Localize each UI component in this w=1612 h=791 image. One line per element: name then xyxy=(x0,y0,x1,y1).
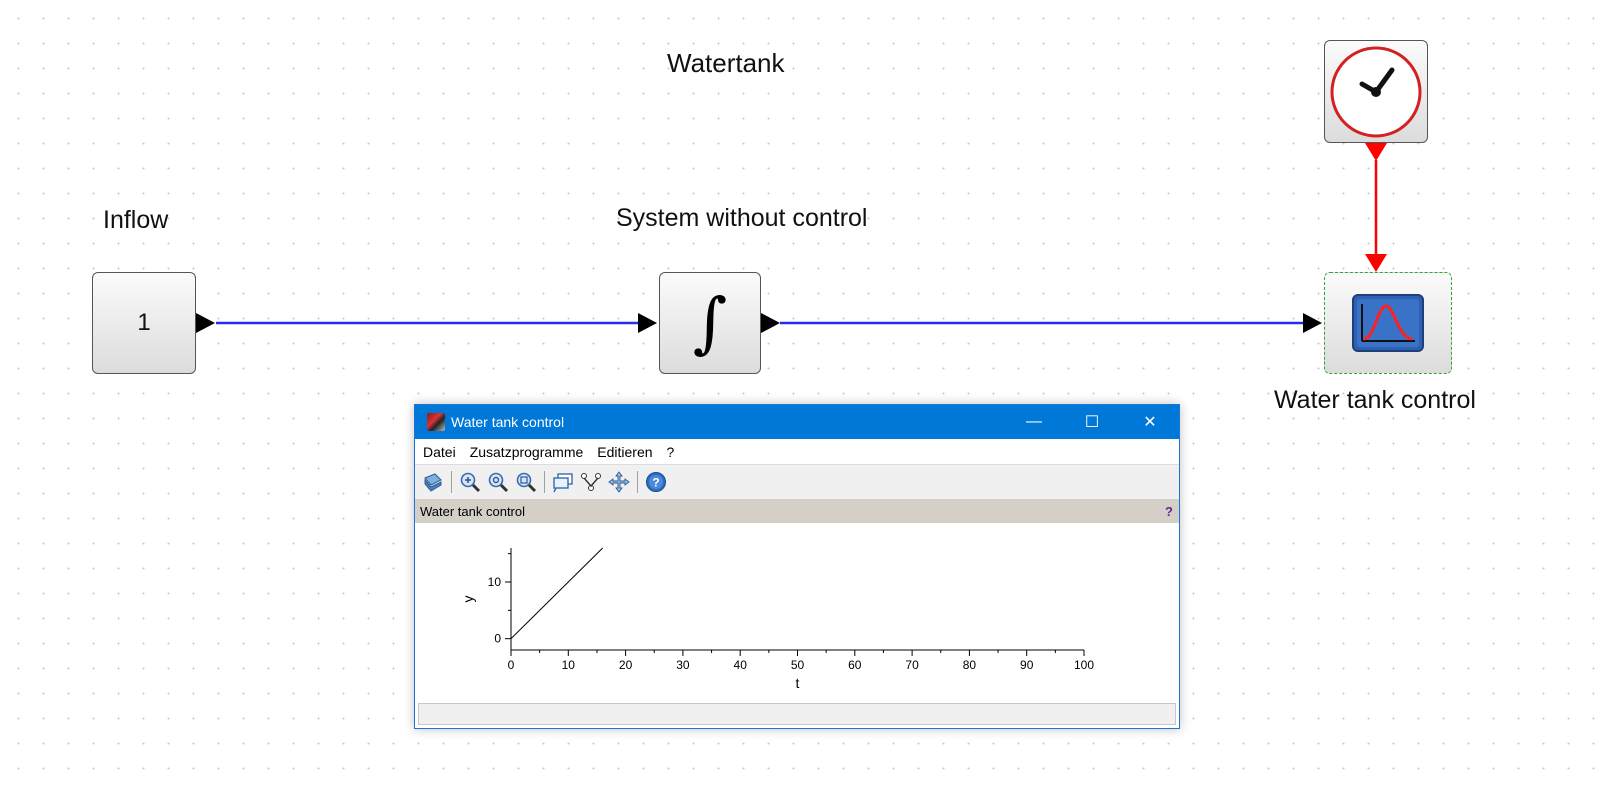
inflow-label: Inflow xyxy=(103,206,169,234)
x-tick-label: 60 xyxy=(848,658,862,672)
x-tick-label: 30 xyxy=(676,658,690,672)
integral-symbol: ∫ xyxy=(692,284,728,361)
window-titlebar[interactable]: Water tank control — ☐ ✕ xyxy=(415,405,1179,439)
close-icon: ✕ xyxy=(1143,414,1157,431)
close-button[interactable]: ✕ xyxy=(1121,405,1179,439)
inflow-value: 1 xyxy=(137,309,151,336)
menu-zusatzprogramme[interactable]: Zusatzprogramme xyxy=(469,443,584,460)
svg-text:?: ? xyxy=(652,476,659,490)
toolbar-separator xyxy=(451,471,452,493)
curve-icon[interactable] xyxy=(579,470,603,494)
zoom-reset-icon[interactable] xyxy=(486,470,510,494)
menubar: Datei Zusatzprogramme Editieren ? xyxy=(415,439,1179,464)
y-tick-label: 0 xyxy=(494,632,501,646)
minimize-button[interactable]: — xyxy=(1005,405,1063,439)
plot-area[interactable]: 0 10 20 30 40 50 60 70 80 90 100 0 10 t y xyxy=(415,523,1179,699)
x-tick-label: 70 xyxy=(905,658,919,672)
integrator-output-port[interactable] xyxy=(761,313,780,333)
toolbar: ? xyxy=(415,464,1179,499)
scope-icon xyxy=(1352,294,1424,352)
y-axis-label: y xyxy=(460,596,476,603)
menu-help[interactable]: ? xyxy=(666,443,675,460)
event-input-port[interactable] xyxy=(1365,254,1387,272)
integrator-label: System without control xyxy=(616,204,868,232)
x-axis-label: t xyxy=(796,675,800,691)
clock-block[interactable] xyxy=(1324,40,1428,143)
toolbar-separator xyxy=(637,471,638,493)
chart[interactable]: 0 10 20 30 40 50 60 70 80 90 100 0 10 t y xyxy=(415,523,1179,699)
event-output-port[interactable] xyxy=(1365,143,1387,161)
x-tick-label: 40 xyxy=(734,658,748,672)
diagram-title: Watertank xyxy=(667,48,785,78)
datatip-icon[interactable] xyxy=(551,470,575,494)
y-tick-label: 10 xyxy=(488,575,502,589)
x-tick-label: 80 xyxy=(963,658,977,672)
x-tick-label: 0 xyxy=(508,658,515,672)
minimize-icon: — xyxy=(1026,413,1042,430)
help-icon[interactable]: ? xyxy=(644,470,668,494)
statusbar xyxy=(418,703,1176,725)
zoom-in-icon[interactable] xyxy=(458,470,482,494)
scope-label: Water tank control xyxy=(1274,386,1476,414)
maximize-icon: ☐ xyxy=(1084,414,1100,431)
integrator-input-port[interactable] xyxy=(638,313,657,333)
menu-editieren[interactable]: Editieren xyxy=(597,443,653,460)
x-tick-label: 50 xyxy=(791,658,805,672)
window-title: Water tank control xyxy=(451,414,565,430)
integrator-block[interactable]: ∫ xyxy=(659,272,761,374)
zoom-area-icon[interactable] xyxy=(514,470,538,494)
panel-help-button[interactable]: ? xyxy=(1165,503,1173,519)
series-line xyxy=(510,547,604,640)
figure-editor-icon[interactable] xyxy=(421,470,445,494)
inflow-constant-block[interactable]: 1 xyxy=(92,272,196,374)
x-tick-label: 20 xyxy=(619,658,633,672)
x-tick-label: 90 xyxy=(1020,658,1034,672)
x-tick-label: 100 xyxy=(1074,658,1094,672)
axes-panel-title: Water tank control xyxy=(420,503,526,519)
graphic-window[interactable]: Water tank control — ☐ ✕ Datei Zusatzpro… xyxy=(414,404,1180,729)
scope-block[interactable] xyxy=(1324,272,1452,374)
toolbar-separator xyxy=(544,471,545,493)
scope-input-port[interactable] xyxy=(1303,313,1322,333)
inflow-output-port[interactable] xyxy=(196,313,215,333)
maximize-button[interactable]: ☐ xyxy=(1063,405,1121,439)
scilab-icon xyxy=(427,413,445,431)
pan-icon[interactable] xyxy=(607,470,631,494)
axes-panel-header: Water tank control ? xyxy=(415,499,1179,523)
x-tick-label: 10 xyxy=(562,658,576,672)
clock-icon xyxy=(1330,46,1422,137)
menu-datei[interactable]: Datei xyxy=(423,443,456,460)
